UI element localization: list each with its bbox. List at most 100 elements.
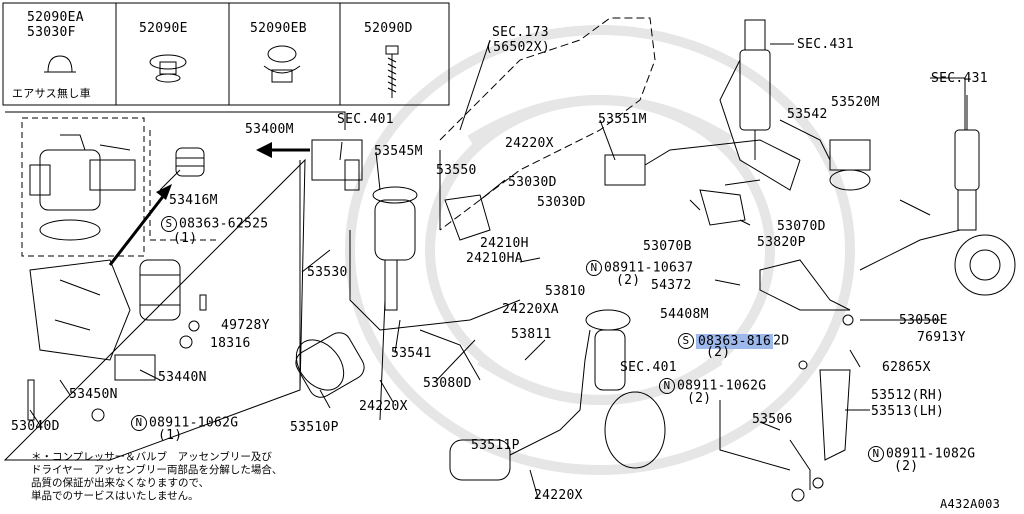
label-08911-1062g-b-num: 08911-1062G xyxy=(149,415,239,431)
label-24210ha: 24210HA xyxy=(466,251,523,266)
n-circle-icon-3: N xyxy=(131,415,147,431)
footnote-line-1: ＊・コンプレッサー＆バルブ アッセンブリー及び xyxy=(31,451,272,463)
label-08911-1082g-num: 08911-1082G xyxy=(886,446,976,462)
front-air-strut-icon xyxy=(372,186,418,311)
label-08911-1062g-a-num: 08911-1062G xyxy=(677,378,767,394)
n-circle-icon-4: N xyxy=(868,446,884,462)
label-sec431-a: SEC.431 xyxy=(797,37,854,52)
label-24220x-a: 24220X xyxy=(505,136,554,151)
label-54408m: 54408M xyxy=(660,307,709,322)
label-53070b: 53070B xyxy=(643,239,692,254)
label-08911-1062g-a-qty: (2) xyxy=(687,391,712,406)
label-62865x: 62865X xyxy=(882,360,931,375)
label-24210h: 24210H xyxy=(480,236,529,251)
stopper-icon xyxy=(175,147,205,177)
compressor-dashed-box xyxy=(21,117,145,257)
label-08911-10637-num: 08911-10637 xyxy=(604,260,694,276)
rear-bracket-icon xyxy=(789,369,851,490)
header-part-52090eb: 52090EB xyxy=(250,21,307,36)
label-53512-rh: 53512(RH) xyxy=(871,388,945,403)
label-53542: 53542 xyxy=(787,107,828,122)
label-08363-62525-num: 08363-62525 xyxy=(179,216,269,232)
rear-shock-icon xyxy=(739,19,771,160)
label-53506: 53506 xyxy=(752,412,793,427)
header-note-no-air-suspension: エアサス無し車 xyxy=(12,87,91,100)
footnote: ＊・コンプレッサー＆バルブ アッセンブリー及び ドライヤー アッセンブリー両部品… xyxy=(31,451,282,503)
label-sec173: SEC.173 xyxy=(492,25,549,40)
label-53070d: 53070D xyxy=(777,219,826,234)
label-53541: 53541 xyxy=(391,346,432,361)
label-sec401-b: SEC.401 xyxy=(620,360,677,375)
sensor-bracket-icon xyxy=(444,194,491,241)
header-part-52090ea: 52090EA xyxy=(27,10,84,25)
valve-block-icon xyxy=(311,139,363,191)
rear-air-spring-icon-left xyxy=(295,332,365,398)
bolt-icon-52090d xyxy=(385,45,399,98)
front-strut-knuckle-icon xyxy=(585,309,666,469)
label-08363-62525-qty: (1) xyxy=(173,231,198,246)
sensor-53820p-icon xyxy=(689,179,761,226)
label-53450n: 53450N xyxy=(69,387,118,402)
label-53440n: 53440N xyxy=(158,370,207,385)
label-sec173-sub: (56502X) xyxy=(485,40,551,55)
label-sec401-a: SEC.401 xyxy=(337,112,394,127)
body-outline xyxy=(439,17,656,231)
label-24220x-c: 24220X xyxy=(534,488,583,503)
label-53030d-b: 53030D xyxy=(537,195,586,210)
footnote-line-4: 単品でのサービスはいたしません。 xyxy=(31,490,199,502)
header-part-52090e: 52090E xyxy=(139,21,188,36)
label-53030d-a: 53030D xyxy=(508,175,557,190)
label-08911-1082g-qty: (2) xyxy=(894,459,919,474)
n-circle-icon-2: N xyxy=(659,378,675,394)
label-53550: 53550 xyxy=(436,163,477,178)
detail-box-frame xyxy=(3,111,346,461)
diagram-code: A432A003 xyxy=(940,497,1001,511)
label-53050e: 53050E xyxy=(899,313,948,328)
label-53811: 53811 xyxy=(511,327,552,342)
compressor-assembly-icon xyxy=(29,134,136,241)
clip-icon-52090eb xyxy=(263,45,301,83)
label-53820p: 53820P xyxy=(757,235,806,250)
s-circle-icon-2: S xyxy=(678,333,694,349)
height-sensor-icon xyxy=(604,139,801,186)
label-53510p: 53510P xyxy=(290,420,339,435)
right-strut-icon xyxy=(859,95,1016,296)
n-circle-icon: N xyxy=(586,260,602,276)
label-49728y: 49728Y xyxy=(221,318,270,333)
label-53513-lh: 53513(LH) xyxy=(871,404,945,419)
label-24220xa: 24220XA xyxy=(502,302,559,317)
bracket-icon xyxy=(29,259,156,381)
header-box xyxy=(2,2,450,106)
label-53810: 53810 xyxy=(545,284,586,299)
label-18316: 18316 xyxy=(210,336,251,351)
label-08363-8162d-qty: (2) xyxy=(706,345,731,360)
label-54372: 54372 xyxy=(651,278,692,293)
clip-icon-52090e xyxy=(149,54,187,83)
footnote-line-2: ドライヤー アッセンブリー両部品を分解した場合、 xyxy=(31,464,283,476)
label-08363-8162d-rest: 2D xyxy=(773,333,790,349)
actuator-icon xyxy=(829,139,871,191)
rear-air-spring-icon-center xyxy=(449,329,591,481)
clip-icon-52090ea xyxy=(44,55,76,73)
label-08911-10637-qty: (2) xyxy=(616,273,641,288)
label-53520m: 53520M xyxy=(831,95,880,110)
heat-shield-icon xyxy=(759,259,851,311)
label-08363-8162d-highlight: 08363-816 xyxy=(696,333,774,349)
label-53040d: 53040D xyxy=(11,419,60,434)
label-53416m: 53416M xyxy=(169,193,218,208)
label-53530: 53530 xyxy=(307,265,348,280)
label-08911-1062g-b-qty: (1) xyxy=(158,428,183,443)
label-53400m: 53400M xyxy=(245,122,294,137)
watermark xyxy=(345,25,855,475)
label-24220x-b: 24220X xyxy=(359,399,408,414)
dryer-icon xyxy=(139,259,181,321)
label-53511p: 53511P xyxy=(471,438,520,453)
header-part-53030f: 53030F xyxy=(27,25,76,40)
